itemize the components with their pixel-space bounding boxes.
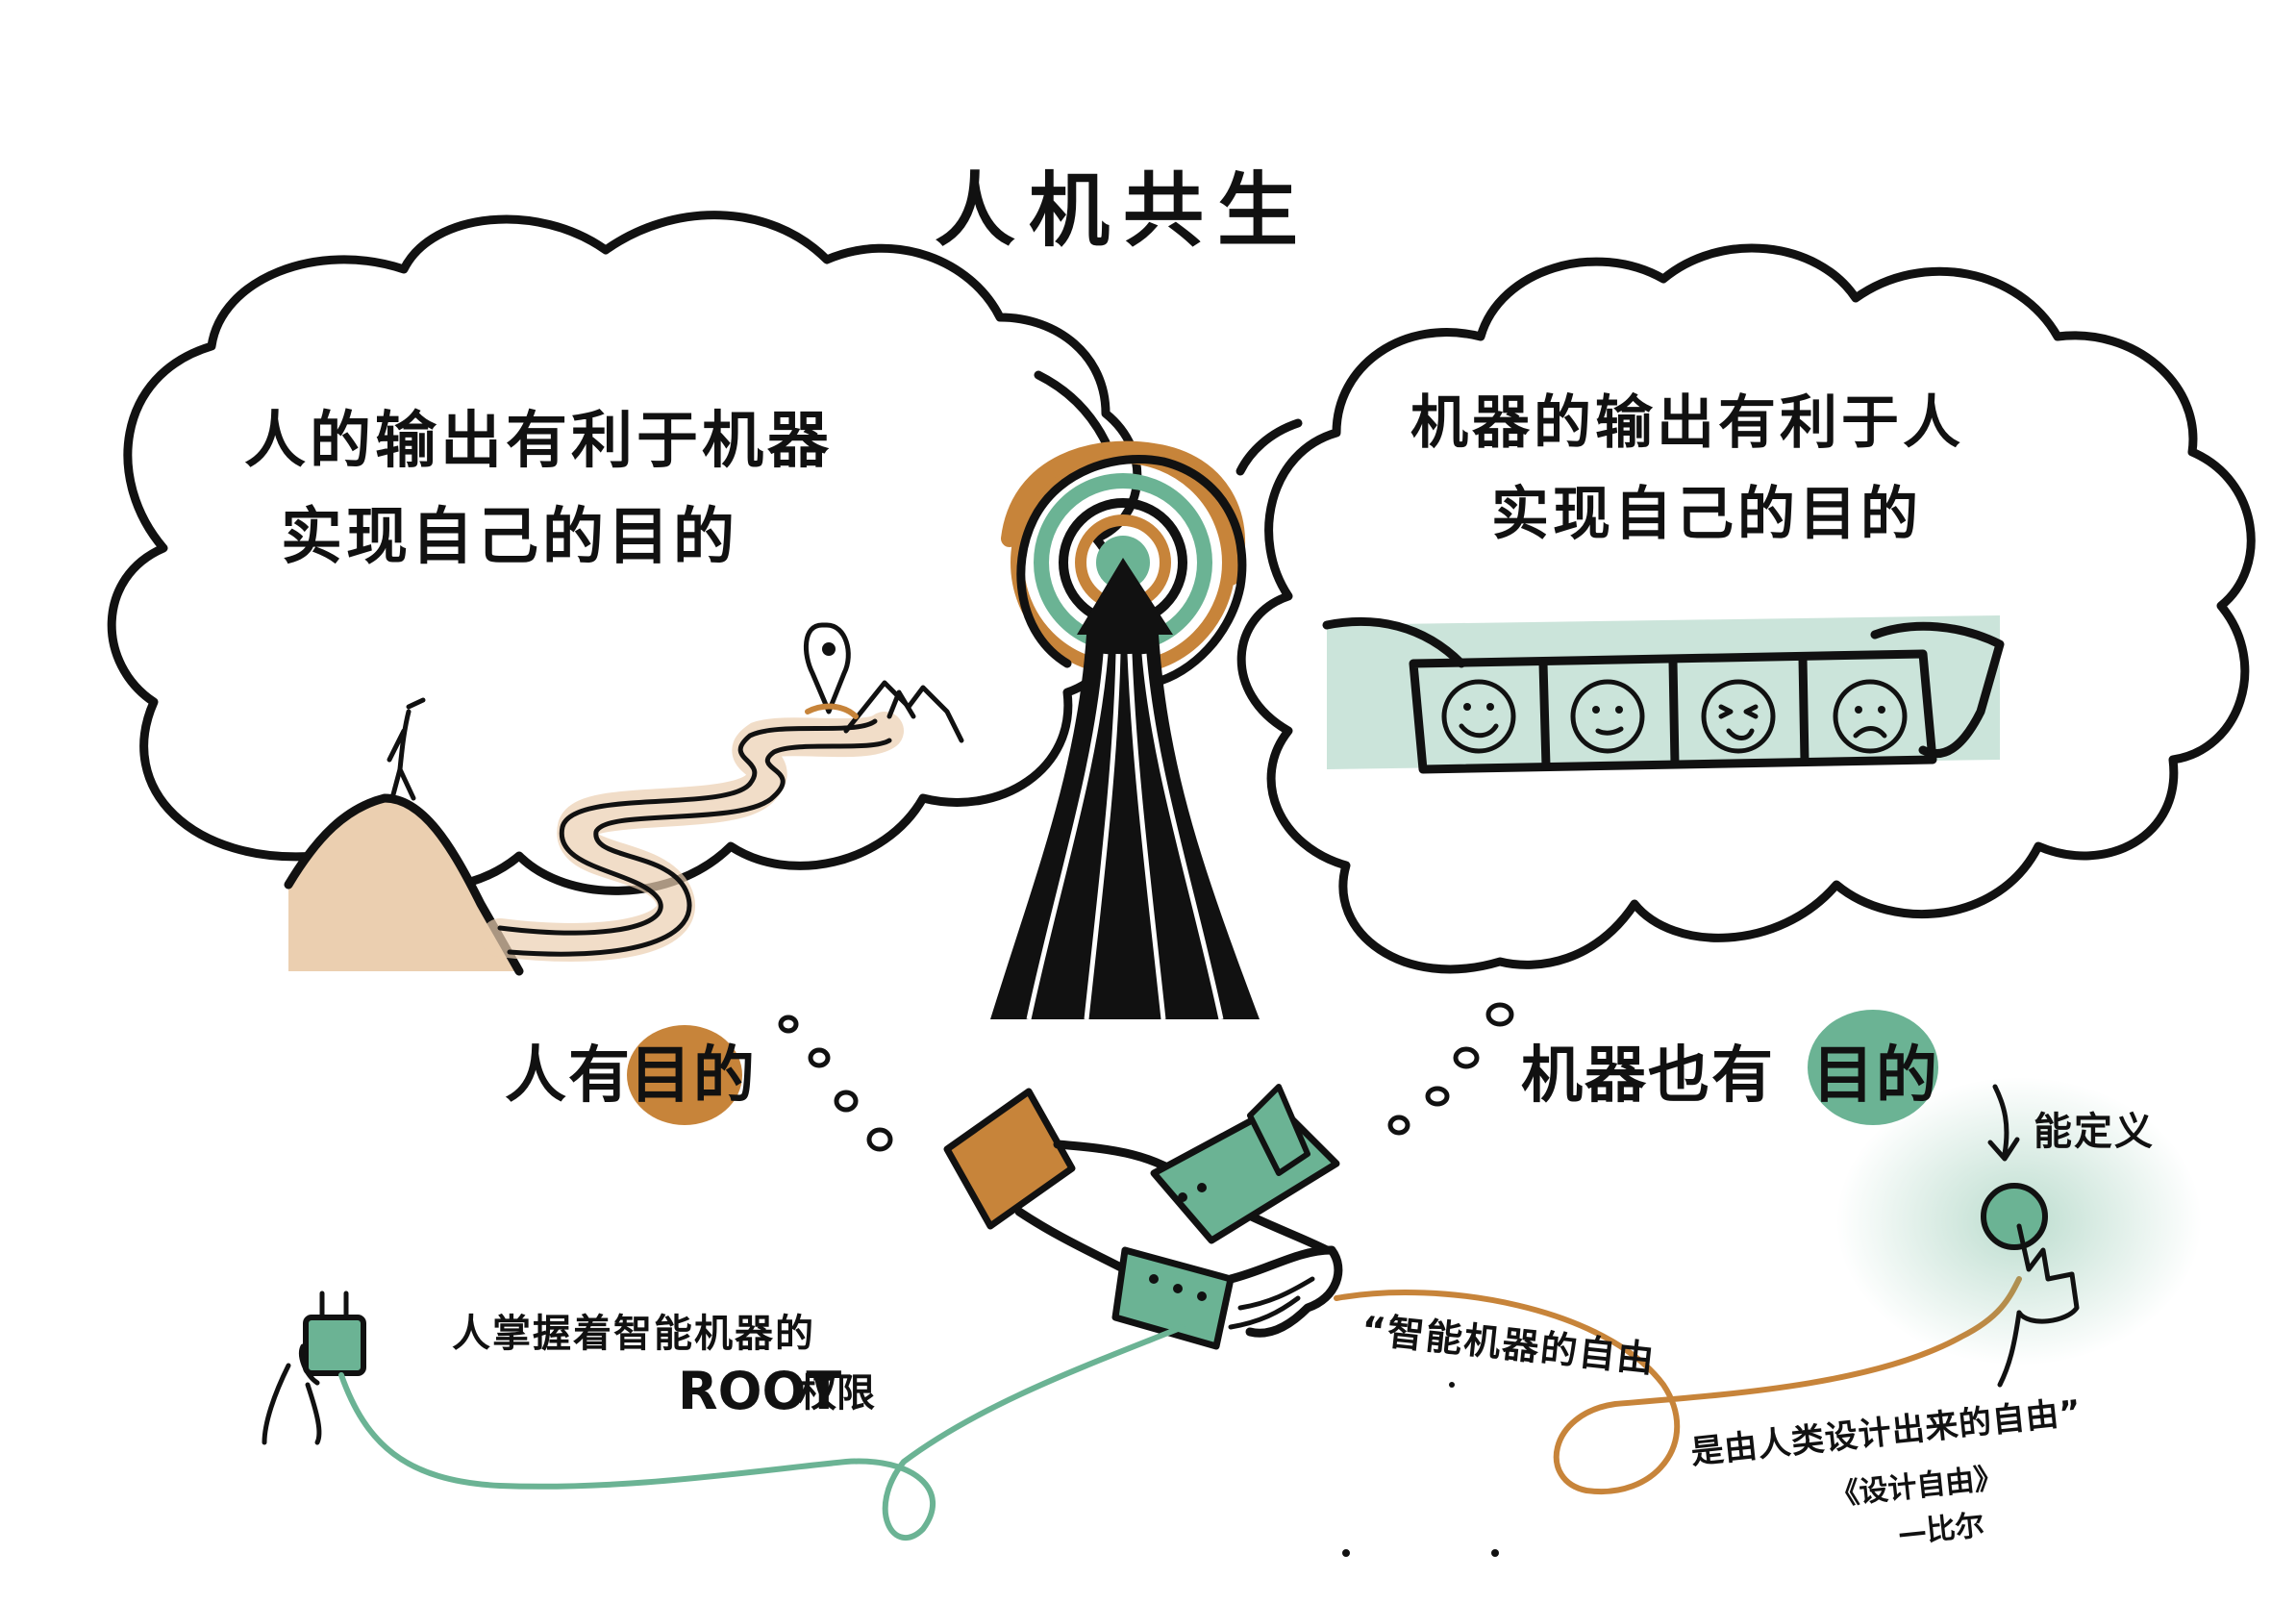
quote-source: 《设计自由》 — [1829, 1461, 2005, 1513]
right-purpose-prefix: 机器也有 — [1521, 1040, 1775, 1112]
tower-road-icon — [990, 440, 1260, 1020]
down-arrow — [1987, 1084, 2020, 1162]
happy-face-icon — [1441, 679, 1516, 754]
distant-mountains — [843, 680, 964, 743]
quote-author: —比尔 — [1896, 1509, 1985, 1551]
left-thought-cloud — [107, 211, 1142, 895]
left-purpose-highlight — [627, 1025, 742, 1125]
right-cloud-line2: 实现自己的目的 — [1491, 481, 1922, 548]
right-purpose-highlight — [1808, 1010, 1938, 1125]
left-purpose-prefix: 人有 — [505, 1040, 632, 1112]
quote-line2: 是由人类设计出来的自由” — [1689, 1392, 2084, 1471]
stray-dot — [1449, 1382, 1455, 1388]
diagram-title: 人机共生 — [935, 163, 1311, 258]
neutral-face-icon — [1570, 679, 1645, 754]
stray-dot — [1491, 1549, 1499, 1557]
green-cable — [338, 1324, 1185, 1541]
sad-face-icon — [1833, 679, 1908, 754]
right-cloud-line1: 机器的输出有利于人 — [1410, 389, 1964, 457]
stray-dot — [1342, 1549, 1350, 1557]
left-cloud-tail — [1034, 370, 1111, 447]
root-note-root: ROOT — [678, 1361, 841, 1421]
handshake-icon — [943, 1084, 1343, 1350]
emotion-film-strip-icon — [1322, 615, 2005, 774]
right-cloud-tail — [1235, 418, 1303, 476]
quote-line1: “智能机器的自由 — [1360, 1308, 1658, 1381]
winding-road — [481, 712, 904, 962]
left-cloud-line1: 人的输出有利于机器 — [244, 406, 833, 477]
right-thought-cloud — [1236, 243, 2256, 974]
location-pin-icon — [803, 622, 859, 719]
button-note: 能定义 — [2034, 1110, 2155, 1154]
root-note-line1: 人掌握着智能机器的 — [452, 1312, 815, 1356]
mountain-icon — [284, 793, 524, 976]
plug-icon — [262, 1291, 366, 1445]
root-note-rest: 权限 — [797, 1371, 875, 1416]
push-button-icon — [1981, 1183, 2080, 1388]
left-thought-dots — [778, 1015, 893, 1152]
playful-face-icon — [1701, 679, 1776, 754]
right-purpose-highlight-text: 目的 — [1812, 1040, 1939, 1112]
left-cloud-line2: 实现自己的目的 — [281, 502, 738, 573]
walking-person-icon — [387, 697, 426, 801]
right-thought-dots — [1387, 1002, 1514, 1136]
left-purpose-highlight-text: 目的 — [630, 1040, 757, 1112]
